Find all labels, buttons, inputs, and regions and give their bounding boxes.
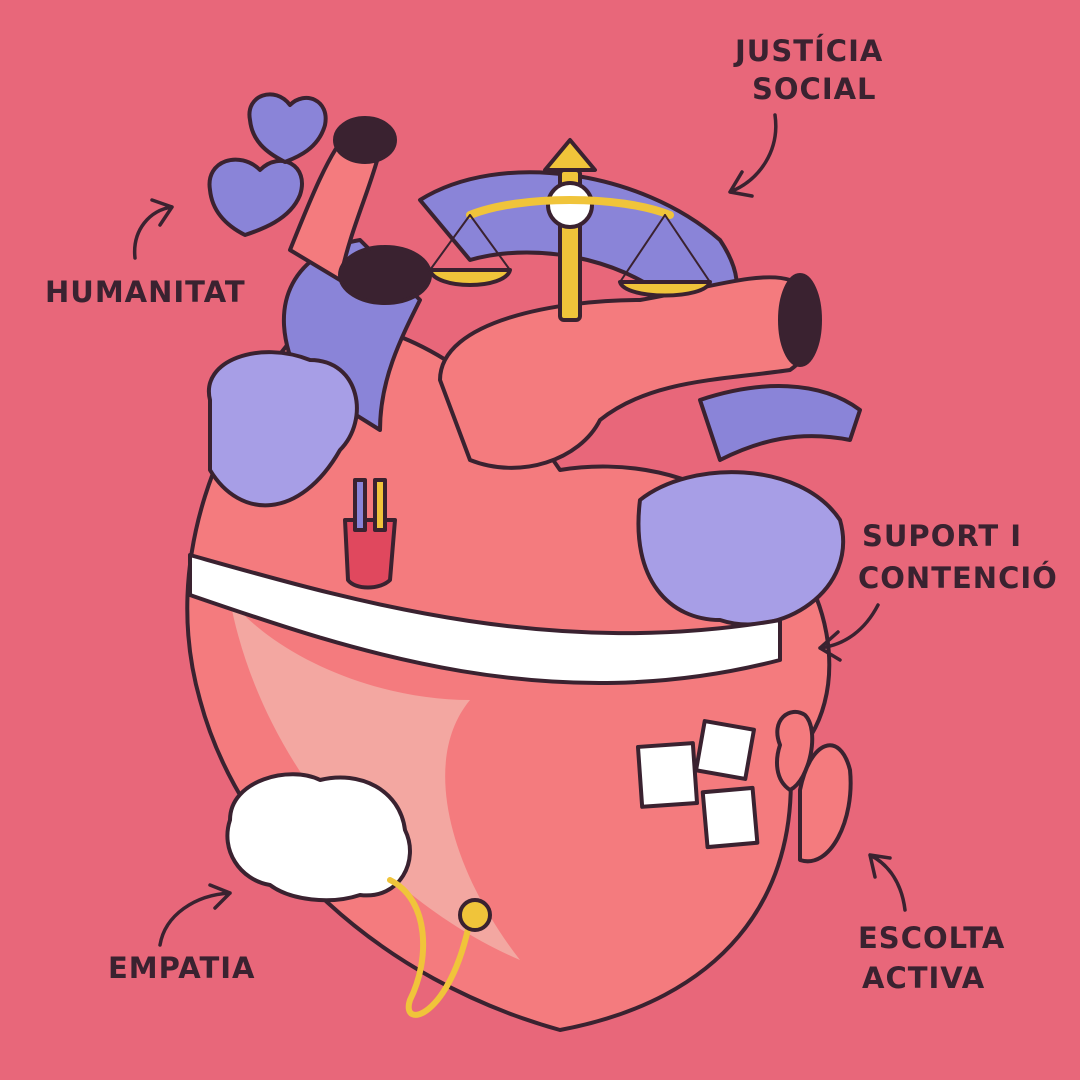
aorta-opening	[778, 273, 822, 367]
vena-opening	[338, 245, 432, 305]
right-branch	[698, 384, 862, 462]
label-escolta-line1: ESCOLTA	[858, 921, 1006, 955]
ear-icon	[775, 709, 815, 792]
pencil-icon	[373, 478, 387, 532]
left-lobe-purple	[206, 350, 359, 508]
left-vessel-opening	[333, 116, 397, 164]
label-humanitat: HUMANITAT	[45, 275, 246, 309]
stethoscope-chestpiece	[458, 898, 492, 932]
paper-chain-garland	[188, 553, 782, 686]
pocket	[343, 518, 397, 590]
pen-icon	[353, 478, 367, 532]
brain-icon	[225, 772, 412, 903]
label-suport-line2: CONTENCIÓ	[858, 561, 1058, 595]
sticky-note-1	[635, 741, 700, 809]
scales-of-justice	[428, 138, 712, 322]
heart-shade	[230, 600, 520, 960]
sticky-note-2	[694, 719, 756, 781]
sticky-note-3	[700, 785, 760, 850]
label-empatia: EMPATIA	[108, 951, 256, 985]
label-suport-line1: SUPORT I	[862, 519, 1023, 553]
label-escolta-line2: ACTIVA	[862, 961, 986, 995]
stethoscope-tube	[387, 877, 473, 1018]
label-justicia-line1: JUSTÍCIA	[735, 34, 884, 68]
earth-hearts	[207, 92, 328, 237]
label-justicia-line2: SOCIAL	[752, 72, 877, 106]
right-lobe-purple	[636, 470, 846, 627]
hand-icon	[798, 743, 853, 864]
